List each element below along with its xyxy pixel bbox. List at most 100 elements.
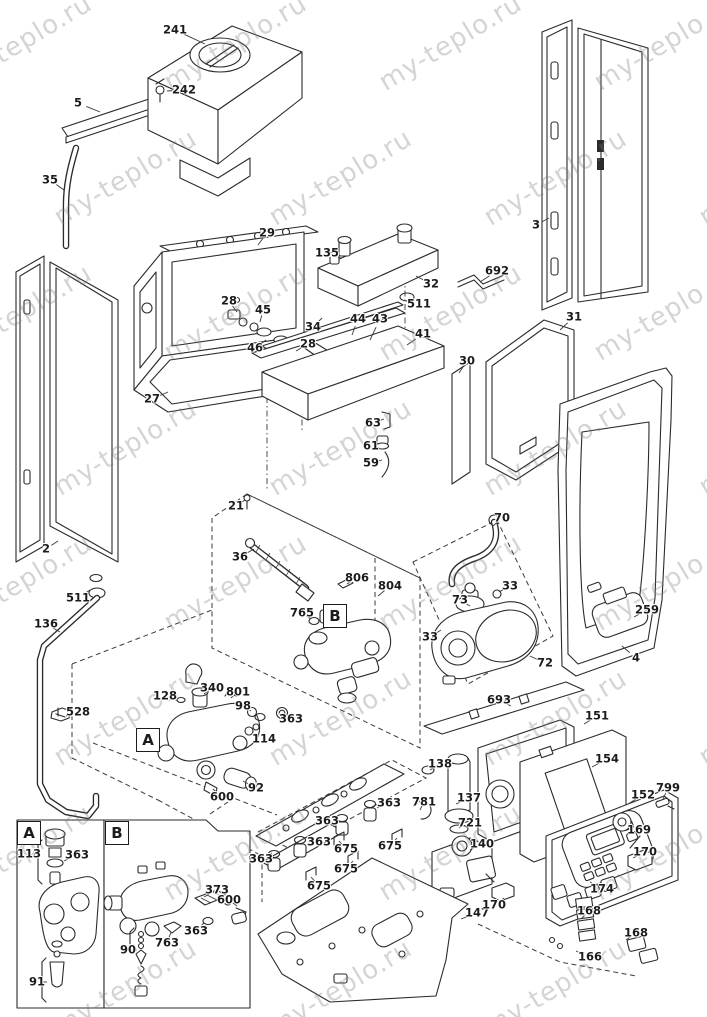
part-label-801: 801 bbox=[225, 684, 251, 699]
side-panels bbox=[15, 255, 119, 563]
leader-line-765 bbox=[305, 615, 312, 620]
part-label-166: 166 bbox=[577, 949, 603, 964]
part-label-128: 128 bbox=[152, 688, 178, 703]
leader-line-46 bbox=[259, 339, 267, 345]
leader-line-152 bbox=[627, 798, 637, 805]
leader-line-28 bbox=[232, 305, 238, 313]
part-label-59: 59 bbox=[362, 455, 380, 470]
leader-line-600 bbox=[232, 902, 238, 907]
leader-line-170 bbox=[632, 854, 640, 859]
hydraulic-pipes-pump bbox=[36, 494, 539, 820]
part-label-72: 72 bbox=[536, 655, 554, 670]
part-label-28: 28 bbox=[220, 293, 238, 308]
part-label-763: 763 bbox=[154, 935, 180, 950]
leader-line-600 bbox=[212, 788, 219, 794]
inset-boxes bbox=[16, 819, 251, 1009]
hydro-group-a bbox=[157, 663, 289, 797]
part-label-33: 33 bbox=[501, 578, 519, 593]
leader-line-174 bbox=[589, 881, 597, 887]
leader-line-804 bbox=[377, 590, 385, 597]
leader-lines bbox=[33, 33, 667, 983]
leader-line-70 bbox=[492, 521, 499, 527]
leader-line-35 bbox=[56, 184, 65, 191]
leader-line-373 bbox=[203, 892, 212, 898]
heat-exchanger bbox=[317, 223, 439, 307]
part-label-34: 34 bbox=[304, 319, 322, 334]
leader-line-169 bbox=[627, 823, 635, 828]
leader-line-21 bbox=[239, 499, 246, 504]
part-label-45: 45 bbox=[254, 302, 272, 317]
manifold-fittings bbox=[255, 763, 405, 881]
leader-line-138 bbox=[429, 766, 436, 771]
part-label-799: 799 bbox=[655, 780, 681, 795]
combustion-chamber bbox=[133, 225, 331, 413]
part-label-174: 174 bbox=[589, 881, 615, 896]
leader-line-72 bbox=[529, 655, 539, 661]
leader-line-98 bbox=[246, 707, 252, 712]
leader-line-92 bbox=[242, 780, 251, 786]
part-label-600: 600 bbox=[209, 789, 235, 804]
part-label-2: 2 bbox=[41, 541, 51, 556]
part-label-136: 136 bbox=[33, 616, 59, 631]
leader-line-61 bbox=[375, 442, 382, 446]
leader-line-675 bbox=[348, 860, 354, 866]
leader-line-363 bbox=[376, 804, 384, 809]
leader-line-721 bbox=[458, 824, 466, 829]
part-label-363: 363 bbox=[64, 847, 90, 862]
leader-line-2 bbox=[51, 540, 59, 546]
leader-line-511 bbox=[408, 297, 415, 302]
part-label-70: 70 bbox=[493, 510, 511, 525]
leader-line-34 bbox=[316, 317, 323, 324]
part-label-168: 168 bbox=[623, 925, 649, 940]
leader-line-32 bbox=[415, 275, 425, 281]
callout-box-a: A bbox=[136, 728, 160, 752]
leader-line-166 bbox=[575, 950, 584, 955]
leader-line-363 bbox=[281, 713, 288, 718]
leader-line-63 bbox=[377, 418, 385, 422]
part-label-154: 154 bbox=[594, 751, 620, 766]
part-label-92: 92 bbox=[247, 780, 265, 795]
leader-line-511 bbox=[83, 589, 91, 595]
leader-line-692 bbox=[479, 275, 490, 283]
leader-line-801 bbox=[230, 694, 236, 699]
leader-line-168 bbox=[580, 914, 586, 920]
leader-line-781 bbox=[419, 805, 423, 811]
part-label-765: 765 bbox=[289, 605, 315, 620]
part-label-27: 27 bbox=[143, 391, 161, 406]
gas-valve-group bbox=[413, 753, 496, 899]
part-label-600: 600 bbox=[216, 892, 242, 907]
part-label-169: 169 bbox=[626, 822, 652, 837]
leader-line-147 bbox=[460, 915, 470, 920]
leader-line-135 bbox=[333, 254, 342, 259]
part-label-4: 4 bbox=[631, 650, 641, 665]
leader-line-170 bbox=[498, 897, 505, 903]
part-label-29: 29 bbox=[258, 225, 276, 240]
part-label-98: 98 bbox=[234, 698, 252, 713]
callout-box-a: A bbox=[17, 821, 41, 845]
part-label-170: 170 bbox=[481, 897, 507, 912]
part-label-511: 511 bbox=[406, 296, 432, 311]
leader-line-259 bbox=[633, 612, 642, 618]
part-label-137: 137 bbox=[456, 790, 482, 805]
callout-box-b: B bbox=[323, 604, 347, 628]
leader-line-363 bbox=[199, 922, 205, 928]
part-label-140: 140 bbox=[469, 836, 495, 851]
leader-line-41 bbox=[406, 338, 417, 346]
part-label-170: 170 bbox=[632, 844, 658, 859]
part-label-511: 511 bbox=[65, 590, 91, 605]
control-assembly bbox=[423, 681, 679, 964]
leader-line-29 bbox=[257, 238, 264, 246]
part-label-373: 373 bbox=[204, 882, 230, 897]
rear-panels bbox=[541, 19, 649, 311]
part-label-675: 675 bbox=[333, 861, 359, 876]
leader-line-763 bbox=[168, 931, 172, 939]
part-label-806: 806 bbox=[344, 570, 370, 585]
part-label-91: 91 bbox=[28, 974, 46, 989]
leader-line-140 bbox=[469, 846, 477, 851]
part-label-43: 43 bbox=[371, 311, 389, 326]
part-label-114: 114 bbox=[251, 731, 277, 746]
part-label-138: 138 bbox=[427, 756, 453, 771]
leader-line-137 bbox=[455, 800, 464, 805]
part-label-363: 363 bbox=[183, 923, 209, 938]
